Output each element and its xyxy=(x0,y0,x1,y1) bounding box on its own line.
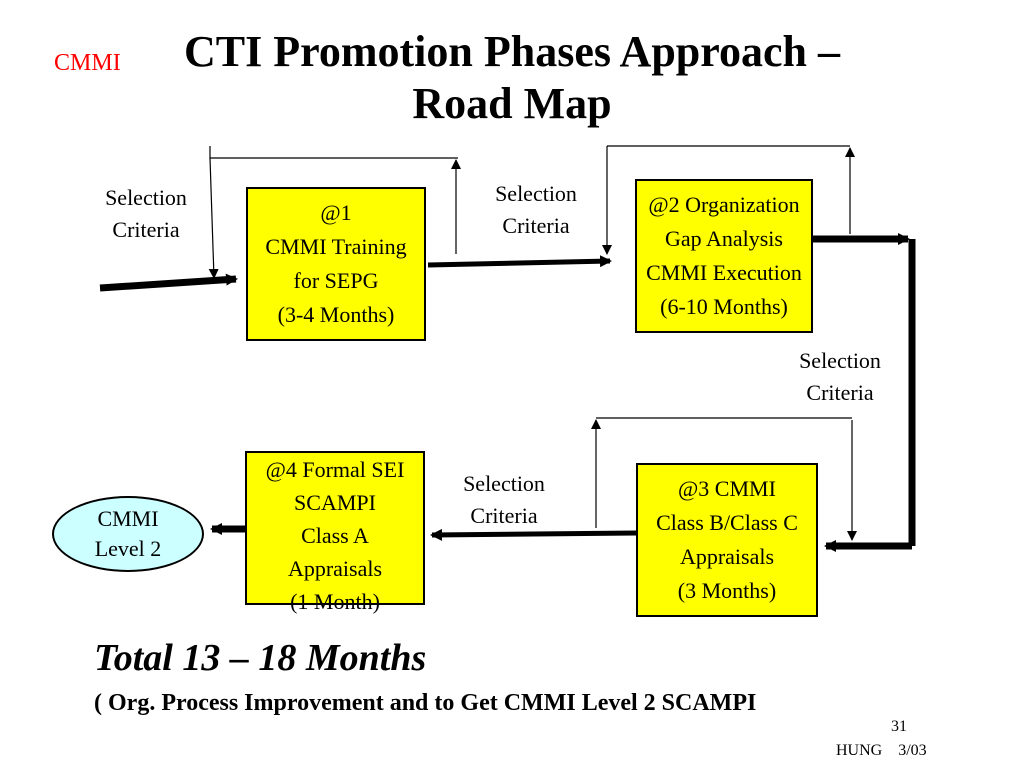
phase-2-box: @2 Organization Gap Analysis CMMI Execut… xyxy=(635,179,813,333)
selection-criteria-label: Selection Criteria xyxy=(446,468,562,532)
phase-1-number: @1 xyxy=(320,200,352,225)
phase-4-number: @4 Formal SEI xyxy=(265,457,405,482)
phase-3-text: Appraisals xyxy=(679,544,775,569)
phase-2-text: CMMI Execution xyxy=(646,260,802,285)
phase-4-text: Class A xyxy=(301,523,369,548)
criteria-bracket-1 xyxy=(209,146,458,159)
phase-1-text: for SEPG xyxy=(293,268,379,293)
criteria-text: Criteria xyxy=(112,217,180,242)
criteria-text: Criteria xyxy=(806,380,874,405)
footer-author: HUNG xyxy=(836,742,883,759)
cmmi-level-2-goal: CMMI Level 2 xyxy=(52,496,204,572)
phase-2-text: Gap Analysis xyxy=(665,226,783,251)
total-duration: Total 13 – 18 Months xyxy=(94,637,427,679)
title-line-1: CTI Promotion Phases Approach – xyxy=(183,27,840,76)
phase-3-duration: (3 Months) xyxy=(677,578,777,603)
goal-text: Level 2 xyxy=(94,536,162,561)
phase-4-box: @4 Formal SEI SCAMPI Class A Appraisals … xyxy=(245,451,425,614)
selection-criteria-label: Selection Criteria xyxy=(88,182,204,246)
phase-4-text: Appraisals xyxy=(287,556,383,581)
title-line-2: Road Map xyxy=(412,79,612,128)
criteria-text: Selection xyxy=(799,348,881,373)
phase-1-box: @1 CMMI Training for SEPG (3-4 Months) xyxy=(246,187,426,341)
selection-criteria-label: Selection Criteria xyxy=(478,178,594,242)
footer-date: 3/03 xyxy=(898,742,927,759)
criteria-text: Criteria xyxy=(502,213,570,238)
criteria-text: Criteria xyxy=(470,503,538,528)
criteria-text: Selection xyxy=(495,181,577,206)
phase-3-number: @3 CMMI xyxy=(678,476,776,501)
phase-1-text: CMMI Training xyxy=(265,234,407,259)
flow-arrow-3-4 xyxy=(430,528,637,541)
selection-criteria-label: Selection Criteria xyxy=(782,345,898,409)
footer: HUNG 3/03 xyxy=(836,742,927,760)
phase-3-text: Class B/Class C xyxy=(656,510,798,535)
flow-arrow-start xyxy=(99,273,238,292)
page-title: CTI Promotion Phases Approach – Road Map xyxy=(0,26,1024,130)
flow-arrow-1-2 xyxy=(427,255,612,268)
phase-3-box: @3 CMMI Class B/Class C Appraisals (3 Mo… xyxy=(636,463,818,617)
criteria-text: Selection xyxy=(105,185,187,210)
summary-subtitle: ( Org. Process Improvement and to Get CM… xyxy=(94,690,757,716)
page-number: 31 xyxy=(891,718,907,735)
phase-2-number: @2 Organization xyxy=(648,192,800,217)
phase-2-duration: (6-10 Months) xyxy=(660,294,788,319)
phase-1-duration: (3-4 Months) xyxy=(277,302,395,327)
criteria-text: Selection xyxy=(463,471,545,496)
phase-4-text: SCAMPI xyxy=(294,490,376,515)
phase-4-duration: (1 Month) xyxy=(290,589,380,614)
cmmi-tag: CMMI xyxy=(54,50,121,76)
goal-text: CMMI xyxy=(97,506,159,531)
